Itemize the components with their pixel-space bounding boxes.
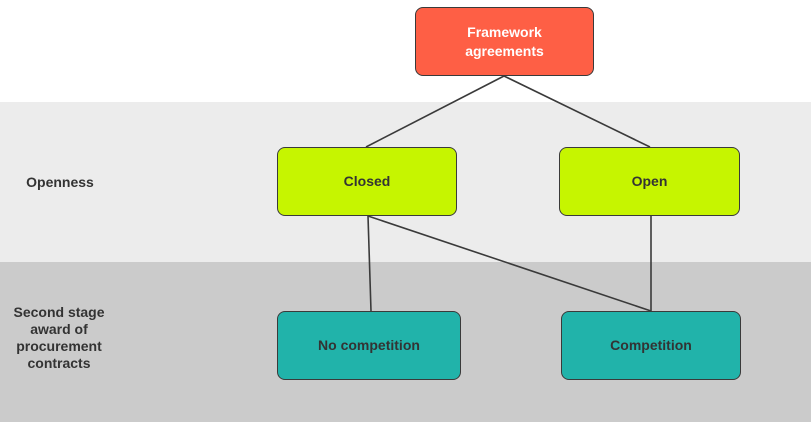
edge-closed-competition [367,215,652,312]
second-stage-label-line-2: award of [30,321,88,337]
no-competition-node-label: No competition [318,337,420,353]
openness-label-text: Openness [26,174,94,190]
framework-agreements-node: Framework agreements [415,7,594,76]
competition-node-label: Competition [610,337,692,353]
edge-framework-open [503,75,651,148]
closed-node: Closed [277,147,457,216]
second-stage-label-line-3: procurement [16,338,102,354]
edge-framework-closed [365,75,505,148]
edge-closed-no-competition [367,215,372,312]
open-node: Open [559,147,740,216]
openness-row-label: Openness [10,174,110,191]
open-node-label: Open [631,173,668,189]
no-competition-node: No competition [277,311,461,380]
competition-node: Competition [561,311,741,380]
second-stage-label-line-4: contracts [27,355,91,371]
closed-node-label: Closed [343,173,391,189]
framework-node-line-1: Framework [467,23,542,40]
second-stage-label-line-1: Second stage [13,304,105,320]
framework-node-line-2: agreements [465,42,544,59]
second-stage-row-label: Second stage award of procurement contra… [8,304,110,372]
